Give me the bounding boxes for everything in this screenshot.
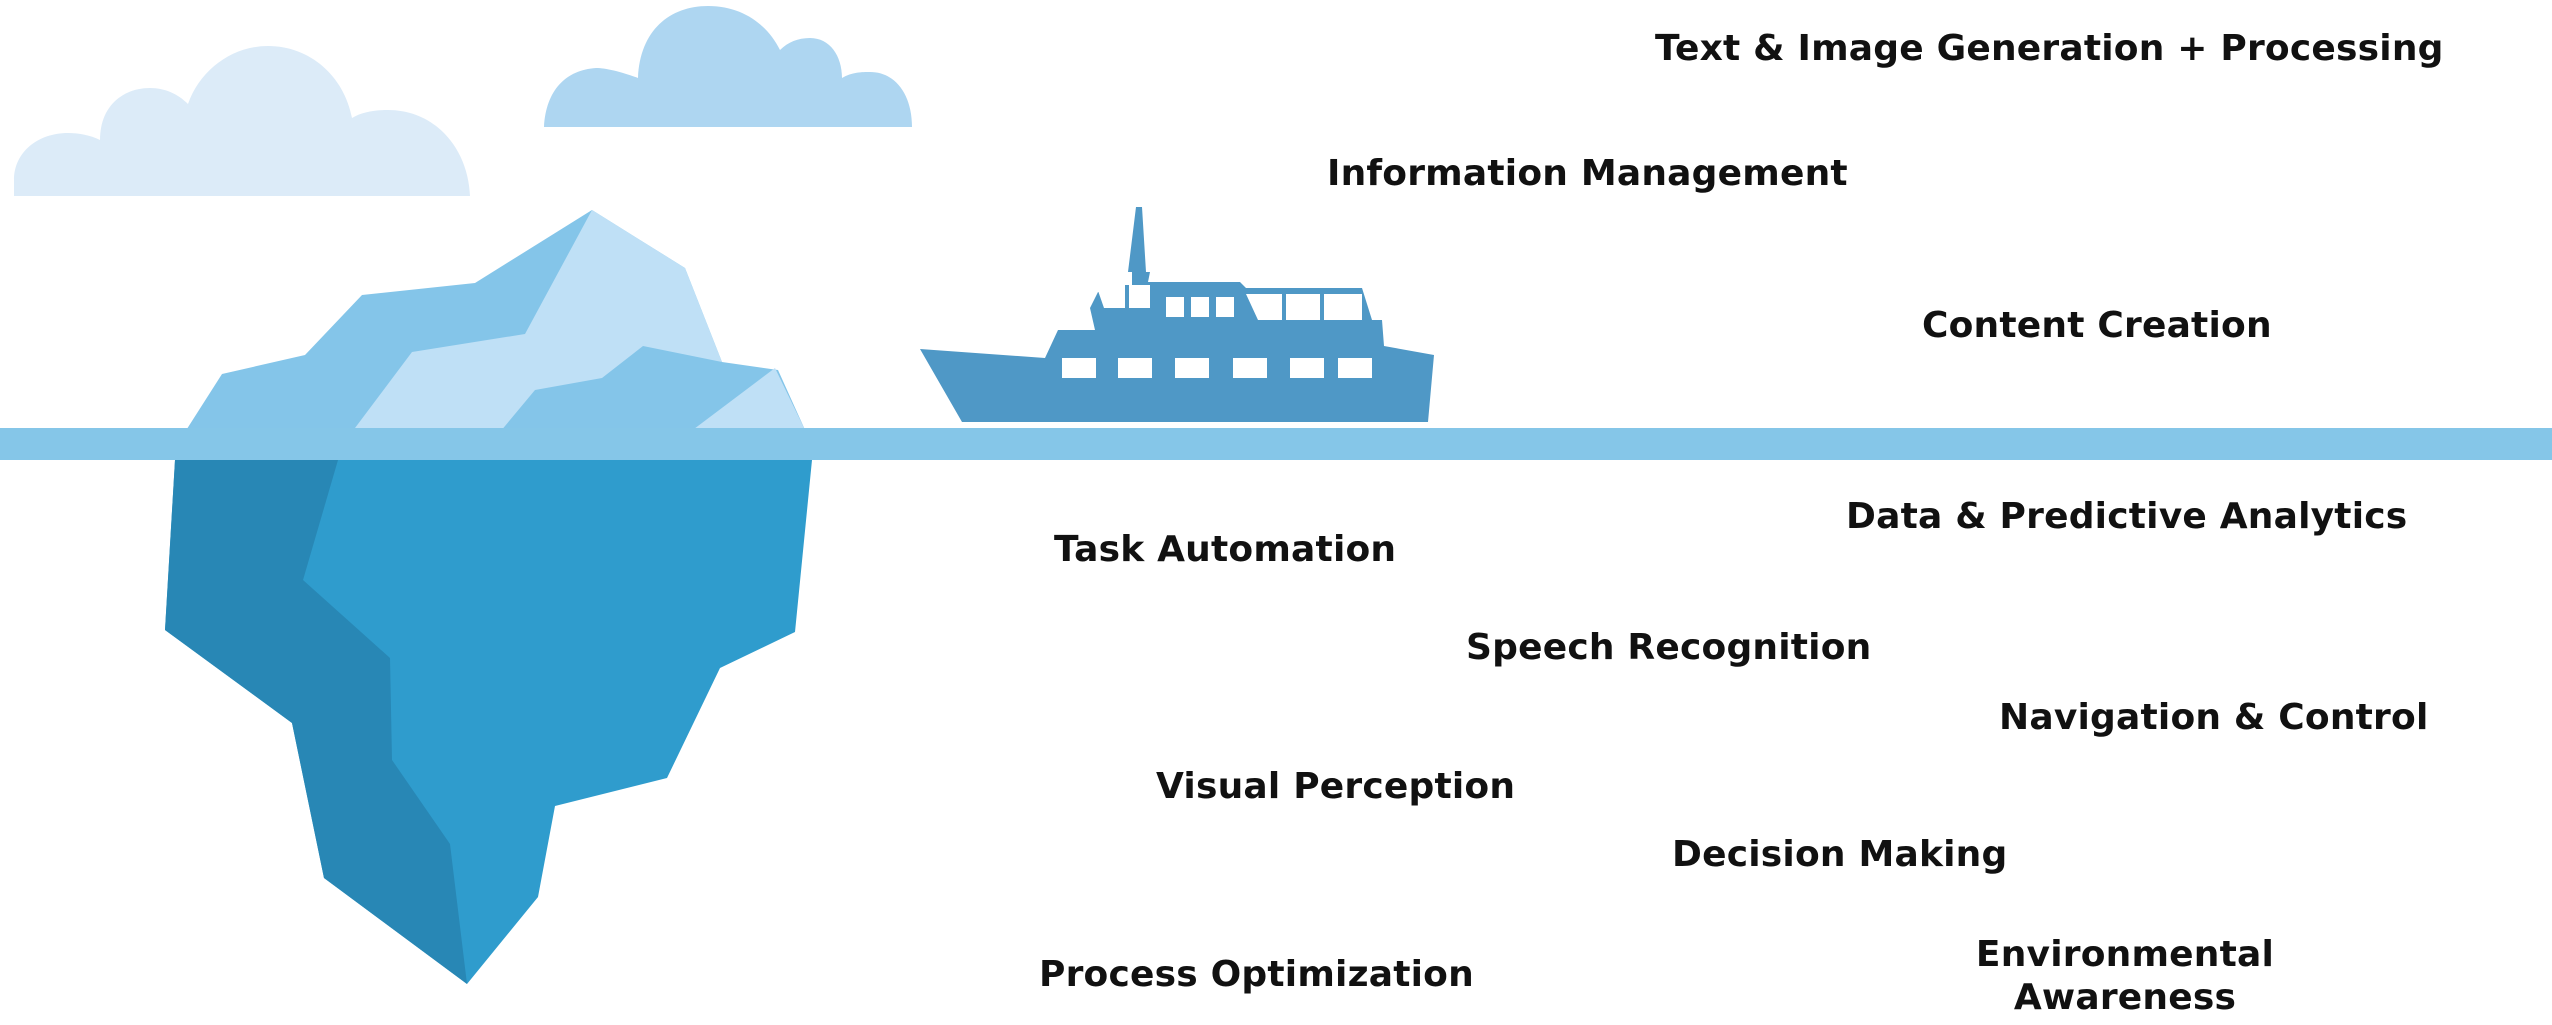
label-data-predictive-analytics: Data & Predictive Analytics (1846, 496, 2408, 537)
iceberg-tip-light (352, 210, 722, 432)
label-task-automation: Task Automation (1054, 529, 1397, 570)
label-text-image-generation: Text & Image Generation + Processing (1655, 28, 2444, 69)
label-decision-making: Decision Making (1672, 834, 2008, 875)
iceberg-tip-light-right (690, 368, 806, 432)
iceberg-underwater-shadow (165, 460, 467, 984)
ship-upper-window-frames (1125, 285, 1324, 322)
label-environmental-awareness: Environmental Awareness (1975, 933, 2275, 1019)
iceberg-icon (165, 210, 812, 984)
label-speech-recognition: Speech Recognition (1466, 627, 1872, 668)
label-environmental-awareness-line1: Environmental (1975, 934, 2275, 975)
label-information-management: Information Management (1327, 153, 1848, 194)
ship-lower-windows (1062, 358, 1372, 378)
water-line (0, 428, 2552, 460)
label-content-creation: Content Creation (1922, 305, 2272, 346)
ship-icon (920, 207, 1434, 422)
label-visual-perception: Visual Perception (1156, 766, 1516, 807)
cloud-shape (14, 46, 470, 196)
cloud-icon (14, 46, 470, 196)
label-environmental-awareness-line2: Awareness (2013, 977, 2237, 1019)
cloud-shape (544, 6, 912, 127)
cloud-icon (544, 6, 912, 127)
label-navigation-control: Navigation & Control (1999, 697, 2429, 738)
label-process-optimization: Process Optimization (1039, 954, 1474, 995)
ship-upper-windows (1096, 285, 1362, 320)
